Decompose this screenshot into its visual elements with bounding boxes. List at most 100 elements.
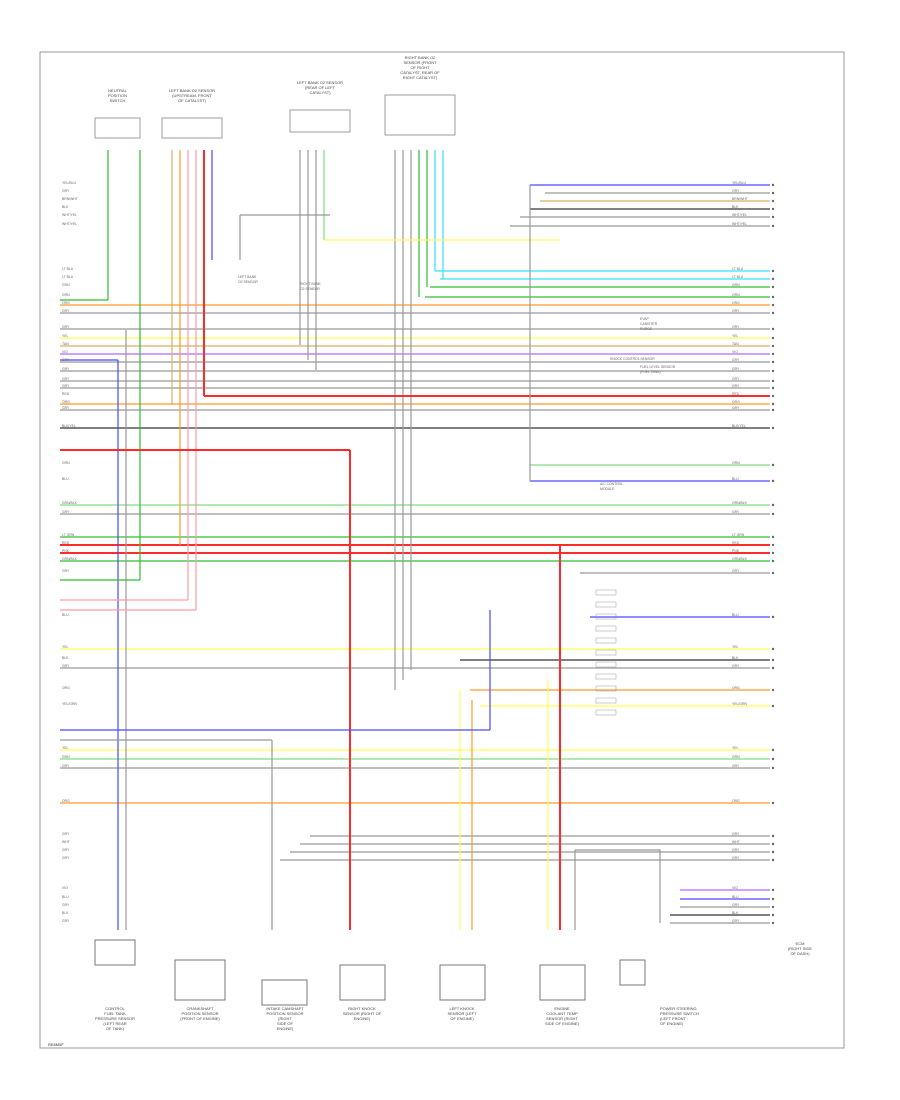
bus-wire-label-5: WHT/YEL	[732, 222, 747, 226]
connector-pin	[771, 269, 775, 273]
left-pin-label-9: GRN	[62, 293, 70, 297]
connector-pin	[771, 757, 775, 761]
ac-control-label-line: A/C CONTROL	[600, 482, 623, 486]
bus-wire-label-45: GRY	[732, 848, 740, 852]
left-pin-label-13: YEL	[62, 334, 69, 338]
connector-pin	[771, 336, 775, 340]
connector-pin	[771, 850, 775, 854]
connector-pin	[771, 277, 775, 281]
left-pin-label-12: GRY	[62, 325, 70, 329]
bus-wire-label-21: ORG	[732, 400, 740, 404]
link-ect	[575, 849, 661, 923]
fuel-pressure-sensor-caption-line: OF TANK)	[106, 1026, 125, 1031]
bus-wire-label-19: GRY	[732, 384, 740, 388]
power-steering-switch-caption-line: POWER STEERING	[660, 1006, 697, 1011]
left-pin-label-38: YEL/GRN	[62, 702, 77, 706]
left-knock-sensor-caption-line: SENSOR (LEFT	[447, 1011, 477, 1016]
bus-wire-label-1: GRY	[732, 189, 740, 193]
left-pin-label-28: LT GRN	[62, 533, 75, 537]
bus-wire-label-6: LT BLU	[732, 267, 744, 271]
connector-pin	[771, 801, 775, 805]
connector-pin	[771, 360, 775, 364]
bus-wire-label-37: ORG	[732, 686, 740, 690]
relay-pin-block	[595, 649, 617, 656]
left-pin-label-39: YEL	[62, 746, 69, 750]
bus-wire-label-17: GRY	[732, 367, 740, 371]
left-o2-sensor-2-caption-line: (REAR OF LEFT	[305, 85, 336, 90]
diagram-frame	[39, 51, 845, 1049]
connector-pin	[771, 369, 775, 373]
bus-wire-label-50: BLK	[732, 911, 739, 915]
connector-pin	[771, 352, 775, 356]
right-knock-sensor-box	[339, 964, 386, 1001]
left-pin-label-11: GRY	[62, 309, 70, 313]
connector-pin	[771, 402, 775, 406]
bus-wire-label-2: BRN/WHT	[732, 197, 748, 201]
right-knock-sensor-caption-line: ENGINE)	[354, 1016, 371, 1021]
connector-pin	[771, 888, 775, 892]
left-pin-label-50: BLK	[62, 911, 69, 915]
left-pin-label-31: GRN/BLK	[62, 557, 78, 561]
bus-wire-label-25: BLU	[732, 477, 739, 481]
left-pin-label-44: WHT	[62, 840, 70, 844]
crankshaft-sensor-box	[174, 959, 226, 1001]
neutral-switch-caption-line: POSITION	[108, 93, 127, 98]
bus-wire-label-9: GRN	[732, 293, 740, 297]
bus-wire-label-31: GRN/BLK	[732, 557, 748, 561]
left-pin-label-0: YEL/BLU	[62, 181, 76, 185]
bus-wire-label-14: TAN	[732, 342, 739, 346]
bus-wire-label-41: GRY	[732, 764, 740, 768]
relay-pin-block	[595, 709, 617, 716]
crankshaft-sensor-caption-line: CRANKSHAFT	[186, 1006, 214, 1011]
connector-pin	[771, 386, 775, 390]
left-o2-sensor-caption-line: (UPSTREAM, FRONT	[172, 93, 212, 98]
right-o2-sensor-caption-line: RIGHT CATALYST)	[403, 75, 438, 80]
left-pin-label-35: BLK	[62, 656, 69, 660]
relay-pin-block	[595, 589, 617, 596]
bus-wire-label-12: GRY	[732, 325, 740, 329]
camshaft-sensor-box	[261, 979, 308, 1006]
connector-pin	[771, 426, 775, 430]
left-knock-sensor-caption-line: OF ENGINE)	[450, 1016, 474, 1021]
ac-control-label-line: MODULE	[600, 487, 615, 491]
bus-wire-label-35: BLK	[732, 656, 739, 660]
left-pin-label-45: GRY	[62, 848, 70, 852]
relay-pin-block	[595, 685, 617, 692]
left-pin-label-8: GRN	[62, 283, 70, 287]
left-pin-label-7: LT BLU	[62, 275, 74, 279]
ect-sensor-box	[539, 964, 586, 1001]
right-bank-relay-label-line: O2 SENSOR	[300, 287, 320, 291]
left-pin-label-24: GRN	[62, 461, 70, 465]
camshaft-sensor-caption-line: ENGINE)	[277, 1026, 294, 1031]
connector-pin	[771, 463, 775, 467]
connector-pin	[771, 311, 775, 315]
bus-wire-label-23: BLK/YEL	[732, 424, 746, 428]
fuel-level-label-line: (FUEL TANK)	[640, 370, 660, 374]
connector-pin	[771, 285, 775, 289]
left-pin-label-2: BRN/WHT	[62, 197, 78, 201]
left-pin-label-14: TAN	[62, 342, 69, 346]
connector-pin	[771, 512, 775, 516]
left-pin-label-16: GRY	[62, 358, 70, 362]
left-pin-label-1: GRY	[62, 189, 70, 193]
neutral-switch-caption-line: NEUTRAL	[108, 88, 127, 93]
relay-pin-block	[595, 613, 617, 620]
relay-pin-block	[595, 601, 617, 608]
left-pin-label-33: BLU	[62, 613, 69, 617]
left-knock-sensor-box	[439, 964, 486, 1001]
bus-wire-label-8: GRN	[732, 283, 740, 287]
left-pin-label-32: GRY	[62, 569, 70, 573]
right-bank-relay-label-line: RIGHT BANK	[300, 282, 321, 286]
right-knock-sensor-caption-line: SENSOR (RIGHT OF	[343, 1011, 382, 1016]
connector-pin	[771, 748, 775, 752]
right-o2-sensor-caption-line: RIGHT BANK O2	[405, 55, 437, 60]
connector-pin	[771, 207, 775, 211]
connector-pin	[771, 479, 775, 483]
connector-pin	[771, 897, 775, 901]
